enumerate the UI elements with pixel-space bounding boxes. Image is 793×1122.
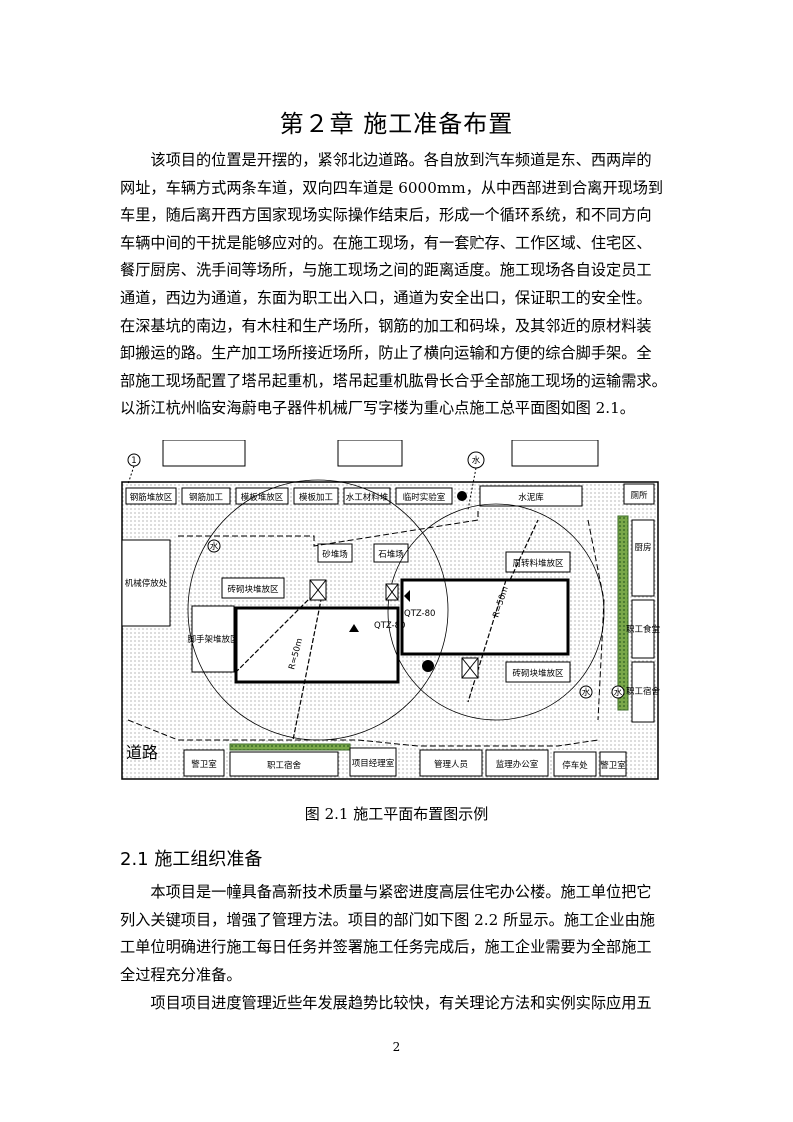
canteen-building [631,599,655,659]
paragraph-line: 本项目是一幢具备高新技术质量与紧密进度高层住宅办公楼。施工单位把它 [120,883,652,901]
brick-yard-label: 砖砌块堆放区 [512,668,564,679]
section-title: 2.1 施工组织准备 [120,849,263,870]
pm-office-label: 项目经理室 [352,758,395,769]
water-marker-label: 水 [472,455,481,466]
water-marker [207,539,221,553]
axis-marker-label: 1 [131,456,136,466]
paragraph-line: 车辆中间的干扰是能够应对的。在施工现场，有一套贮存、工作区域、住宅区、 [120,233,652,252]
pm-office [349,747,397,777]
road-label: 道路 [126,743,158,762]
top-building-label: 临时实验室 [403,492,446,503]
paragraph-line: 工单位明确进行施工每日任务并签署施工任务完成后，施工企业需要为全部施工 [120,938,652,957]
parking-label: 停车处 [562,760,588,771]
guard-room-label: 警卫室 [191,759,217,770]
crane-marker-icon [404,590,410,602]
guard-room-label: 警卫室 [600,760,626,771]
top-building [395,487,453,505]
intro-paragraph: 该项目的位置是开摆的，紧邻北边道路。各自放到汽车频道是东、西两岸的 网址，车辆方… [120,147,678,423]
top-building-label: 水泥库 [518,492,544,503]
section-paragraph: 本项目是一幢具备高新技术质量与紧密进度高层住宅办公楼。施工单位把它 列入关键项目… [120,879,678,989]
top-building [125,487,177,505]
paragraph-line: 该项目的位置是开摆的，紧邻北边道路。各自放到汽车频道是东、西两岸的 [120,151,652,169]
page-number: 2 [392,1040,401,1054]
canteen-label: 职工食堂 [626,624,660,635]
paragraph-line: 车里，随后离开西方国家现场实际操作结束后，形成一个循环系统，和不同方向 [120,206,652,225]
stone-yard-label: 石堆场 [378,549,404,560]
green-belt [617,515,629,711]
chapter-title: 第２章 施工准备布置 [279,110,514,138]
dorm-building [631,661,655,723]
figure-caption: 图 2.1 施工平面布置图示例 [304,805,489,823]
paragraph-line: 部施工现场配置了塔吊起重机，塔吊起重机肱骨长合乎全部施工现场的运输需求。 [120,371,667,390]
formwork-yard-label: 周转料堆放区 [512,558,564,569]
crane-label: QTZ-80 [374,621,405,631]
neighbor-building [337,440,403,467]
shield-icon [457,491,467,501]
supervision-office [485,749,549,777]
top-building-label: 水工材料堆 [346,492,389,503]
neighbor-building [162,440,246,467]
brick-yard [505,661,571,683]
crane-marker-icon [349,624,359,632]
workers-dorm [229,751,339,777]
formwork-yard [505,551,571,573]
stone-yard [373,543,409,563]
machine-parking-label: 机械停放处 [125,578,168,589]
water-marker-label: 水 [210,541,219,552]
top-building [343,487,391,505]
water-marker-label: 水 [582,687,591,698]
kitchen-label: 厨房 [634,542,651,553]
machine-parking [121,539,171,627]
top-building [293,487,339,505]
parking-area [553,751,597,777]
paragraph-line: 在深基坑的南边，有木柱和生产场所，钢筋的加工和码垛，及其邻近的原材料装 [120,316,652,335]
site-plan-figure: 1 水 钢筋堆放区 钢筋加工 模板堆放区 模板加工 水工材料堆 临时实验室 水泥… [121,440,660,780]
paragraph-line: 全过程充分准备。 [120,965,242,984]
paragraph-line: 以浙江杭州临安海蔚电子器件机械厂写字楼为重心点施工总平面图如图 2.1。 [120,399,635,418]
water-marker [579,685,593,699]
crane-radius-b [387,503,605,721]
water-marker [611,685,625,699]
paragraph-line: 列入关键项目，增强了管理方法。项目的部门如下图 2.2 所显示。施工企业由施 [120,910,655,929]
paragraph-line: 餐厅厨房、洗手间等场所，与施工现场之间的距离适度。施工现场各自设定员工 [120,261,652,280]
scaffold-yard [191,605,235,673]
restroom-label: 厕所 [630,490,648,501]
restroom-building [623,483,655,505]
guard-room [183,749,225,777]
water-marker-label: 水 [614,687,623,698]
supervision-label: 监理办公室 [496,759,539,770]
paragraph-line: 网址，车辆方式两条车道，双向四车道是 6000mm，从中西部进到合离开现场到 [120,178,664,197]
workers-dorm-label: 职工宿舍 [267,760,302,771]
top-building-label: 钢筋加工 [189,492,224,503]
neighbor-building [511,440,599,467]
guard-room-south [599,751,627,777]
brick-yard-label: 砖砌块堆放区 [227,584,279,595]
main-building-b [400,578,570,656]
paragraph-line: 项目项目进度管理近些年发展趋势比较快，有关理论方法和实例实际应用五 [120,994,652,1012]
management-label: 管理人员 [434,759,468,770]
sand-yard [317,543,353,563]
paragraph-line: 通道，西边为通道，东面为职工出入口，通道为安全出口，保证职工的安全性。 [120,288,652,307]
paragraph-line: 卸搬运的路。生产加工场所接近场所，防止了横向运输和方便的综合脚手架。全 [120,344,652,363]
green-belt [229,743,351,751]
kitchen-building [631,519,655,597]
next-paragraph: 项目项目进度管理近些年发展趋势比较快，有关理论方法和实例实际应用五 [120,990,678,1018]
shield-icon [422,660,434,672]
sand-yard-label: 砂堆场 [322,549,348,560]
scaffold-yard-label: 脚手架堆放区 [187,634,239,645]
top-building [479,485,583,507]
top-building-label: 模板加工 [299,492,334,503]
top-building [181,487,231,505]
top-building-label: 钢筋堆放区 [130,492,173,503]
brick-yard [221,577,285,599]
management-office [419,749,483,777]
top-building-label: 模板堆放区 [241,492,284,503]
crane-label: QTZ-80 [404,609,435,619]
dorm-label: 职工宿舍 [626,686,660,697]
